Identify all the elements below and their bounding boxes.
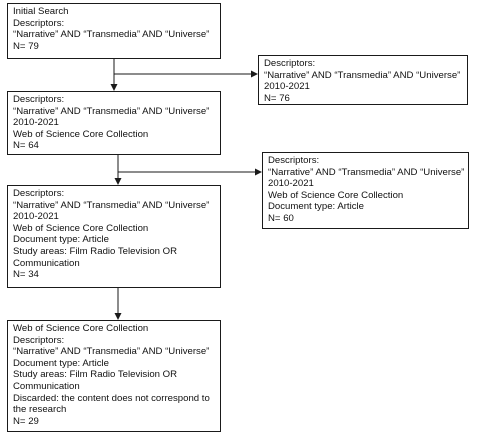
- initial-search-box: Initial Search Descriptors: “Narrative” …: [7, 3, 221, 59]
- box-line: Descriptors:: [13, 188, 65, 199]
- box-line: Study areas: Film Radio Television OR: [13, 369, 178, 381]
- box-line: “Narrative” AND “Transmedia” AND “Univer…: [13, 199, 210, 211]
- excluded-box-2: Descriptors: “Narrative” AND “Transmedia…: [262, 152, 469, 229]
- box-line: Document type: Article: [13, 357, 109, 369]
- box-line: Descriptors:: [13, 17, 65, 29]
- box-line: Document type: Article: [268, 201, 364, 213]
- box-line: 2010-2021: [264, 81, 310, 93]
- final-set-box: Web of Science Core Collection Descripto…: [7, 320, 221, 432]
- box-line: Document type: Article: [13, 234, 109, 246]
- box-line: “Narrative” AND “Transmedia” AND “Univer…: [13, 29, 210, 41]
- box-line: 2010-2021: [268, 178, 314, 190]
- box-line: Initial Search: [13, 6, 69, 17]
- box-line: 2010-2021: [13, 117, 59, 129]
- excluded-box-1: Descriptors: “Narrative” AND “Transmedia…: [258, 55, 468, 105]
- box-line: N= 64: [13, 140, 39, 152]
- box-line: “Narrative” AND “Transmedia” AND “Univer…: [268, 166, 465, 178]
- box-line: Communication: [13, 380, 80, 392]
- box-line: N= 79: [13, 40, 39, 52]
- box-line: N= 34: [13, 269, 39, 281]
- box-line: Descriptors:: [264, 58, 316, 69]
- box-line: Web of Science Core Collection: [13, 128, 149, 140]
- box-line: N= 60: [268, 212, 294, 224]
- box-line: N= 29: [13, 415, 39, 427]
- filter-years-box: Descriptors: “Narrative” AND “Transmedia…: [7, 91, 221, 155]
- filter-areas-box: Descriptors: “Narrative” AND “Transmedia…: [7, 185, 221, 288]
- box-line: “Narrative” AND “Transmedia” AND “Univer…: [13, 105, 210, 117]
- box-line: Web of Science Core Collection: [13, 323, 149, 334]
- box-line: Study areas: Film Radio Television OR: [13, 245, 178, 257]
- box-line: Descriptors:: [268, 155, 320, 166]
- box-line: Discarded: the content does not correspo…: [13, 392, 210, 404]
- box-line: Web of Science Core Collection: [13, 222, 149, 234]
- box-line: 2010-2021: [13, 211, 59, 223]
- box-line: Communication: [13, 257, 80, 269]
- box-line: “Narrative” AND “Transmedia” AND “Univer…: [264, 69, 461, 81]
- box-line: Descriptors:: [13, 334, 65, 346]
- box-line: Descriptors:: [13, 94, 65, 105]
- box-line: “Narrative” AND “Transmedia” AND “Univer…: [13, 346, 210, 358]
- box-line: N= 76: [264, 92, 290, 104]
- box-line: Web of Science Core Collection: [268, 189, 404, 201]
- box-line: the research: [13, 404, 67, 416]
